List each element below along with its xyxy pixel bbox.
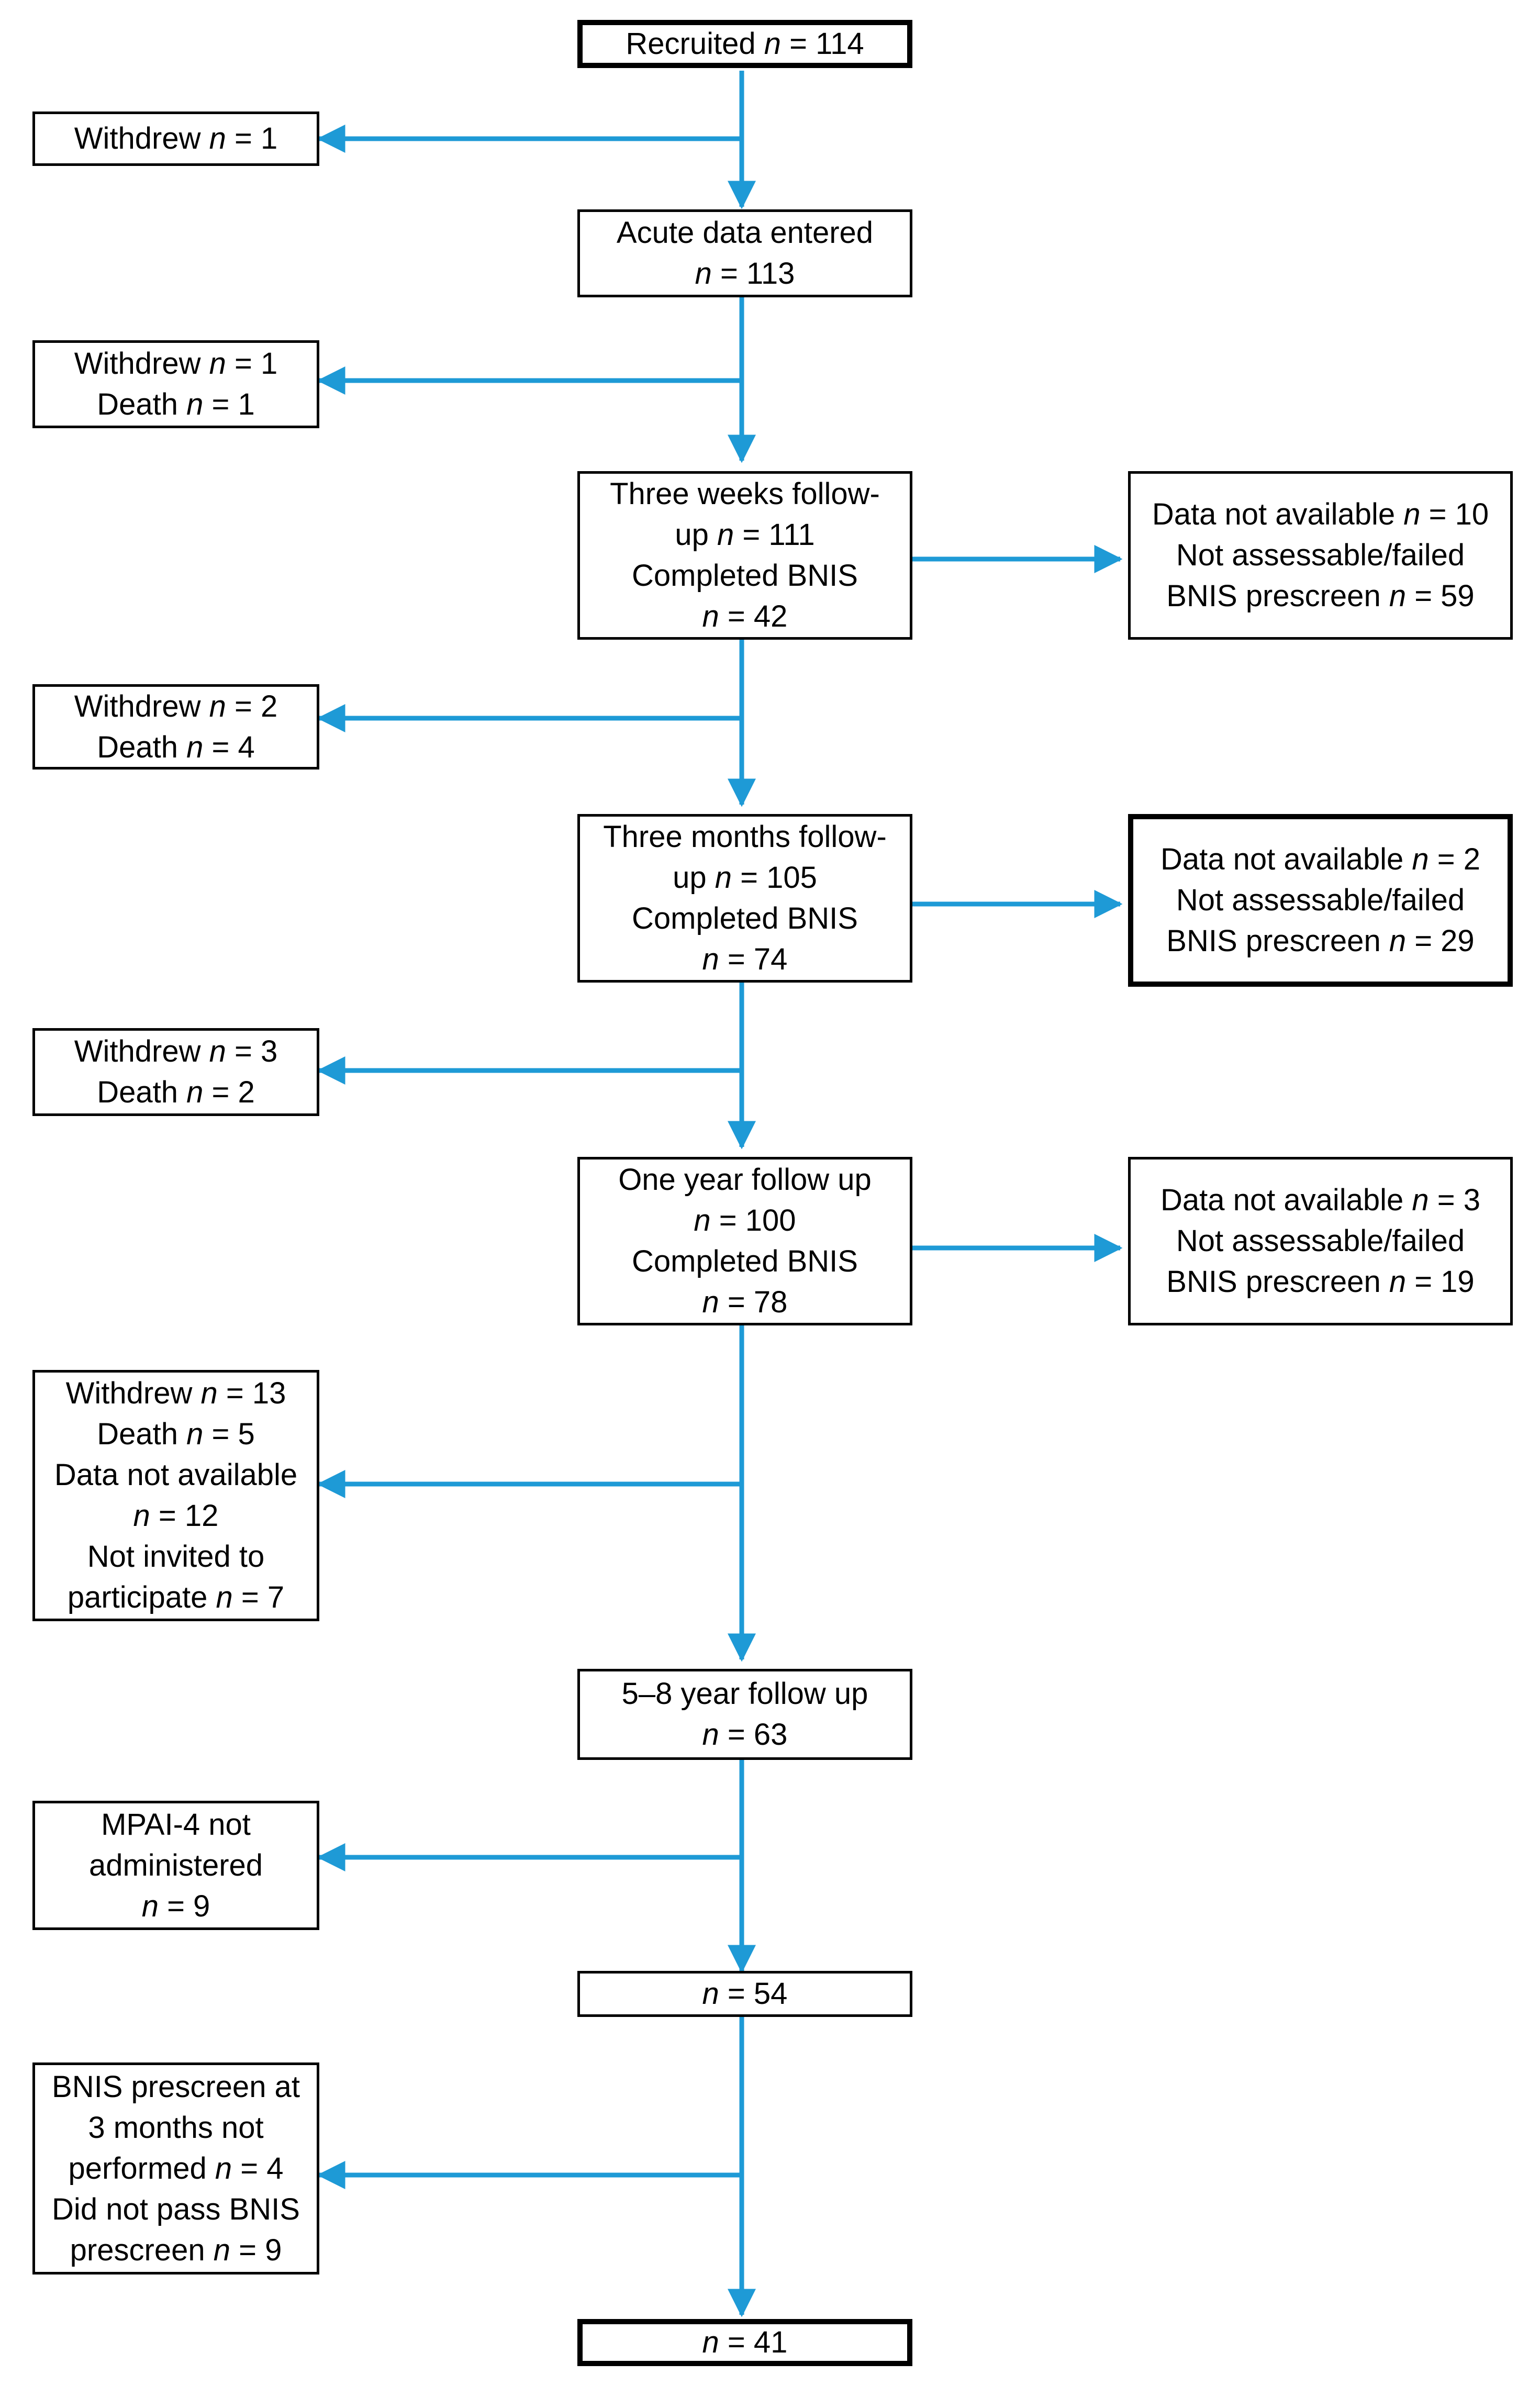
box-text-line: BNIS prescreen n = 19 — [1166, 1265, 1475, 1299]
box-text-line: Not assessable/failed — [1176, 883, 1465, 917]
box-text-line: Withdrew n = 3 — [74, 1034, 278, 1068]
n41-box: n = 41 — [577, 2319, 912, 2366]
box-text-line: n = 9 — [141, 1889, 210, 1923]
box-text-line: n = 113 — [695, 257, 795, 291]
box-text-line: Withdrew n = 2 — [74, 689, 278, 723]
box-text-line: Recruited n = 114 — [626, 27, 864, 61]
exclusion-box-1: Withdrew n = 1 — [32, 112, 319, 166]
box-text-line: Death n = 4 — [97, 730, 255, 764]
bnis-note-box-3: Data not available n = 3 Not assessable/f… — [1128, 1157, 1513, 1325]
box-text-line: n = 41 — [702, 2325, 788, 2359]
exclusion-box-4: Withdrew n = 3 Death n = 2 — [32, 1028, 319, 1116]
box-text-line: Data not available n = 2 — [1160, 842, 1481, 876]
box-text-line: Withdrew n = 1 — [74, 121, 278, 155]
box-text-line: Data not available — [54, 1458, 298, 1492]
box-text-line: Not assessable/failed — [1176, 538, 1465, 572]
box-text-line: Withdrew n = 1 — [74, 347, 278, 381]
box-text-line: n = 12 — [133, 1499, 219, 1533]
exclusion-box-5: Withdrew n = 13 Death n = 5 Data not avail… — [32, 1370, 319, 1621]
box-text-line: Data not available n = 10 — [1152, 497, 1489, 531]
exclusion-box-7: BNIS prescreen at 3 months not performed n… — [32, 2062, 319, 2274]
box-text-line: 3 months not — [88, 2110, 264, 2145]
box-text-line: Completed BNIS — [632, 901, 858, 935]
exclusion-box-3: Withdrew n = 2 Death n = 4 — [32, 684, 319, 770]
box-text-line: administered — [88, 1848, 263, 1882]
box-text-line: 5–8 year follow up — [621, 1677, 868, 1711]
box-text-line: BNIS prescreen at — [52, 2069, 300, 2104]
exclusion-box-6: MPAI-4 not administered n = 9 — [32, 1801, 319, 1930]
exclusion-box-2: Withdrew n = 1 Death n = 1 — [32, 340, 319, 428]
box-text-line: Death n = 2 — [97, 1075, 255, 1109]
box-text-line: Not assessable/failed — [1176, 1224, 1465, 1258]
box-text-line: Death n = 1 — [97, 387, 255, 421]
box-text-line: Completed BNIS — [632, 1244, 858, 1278]
box-text-line: n = 54 — [702, 1977, 788, 2011]
bnis-note-box-1: Data not available n = 10 Not assessable/… — [1128, 471, 1513, 640]
box-text-line: n = 74 — [702, 942, 788, 976]
box-text-line: up n = 111 — [675, 518, 815, 552]
bnis-note-box-2: Data not available n = 2 Not assessable/f… — [1128, 814, 1513, 987]
five-eight-year-box: 5–8 year follow up n = 63 — [577, 1669, 912, 1760]
box-text-line: Three months follow- — [603, 820, 887, 854]
box-text-line: Death n = 5 — [97, 1417, 255, 1451]
box-text-line: n = 63 — [702, 1718, 788, 1752]
box-text-line: n = 100 — [694, 1203, 796, 1237]
n54-box: n = 54 — [577, 1971, 912, 2017]
acute-data-box: Acute data entered n = 113 — [577, 209, 912, 297]
box-text-line: BNIS prescreen n = 59 — [1166, 579, 1475, 613]
box-text-line: BNIS prescreen n = 29 — [1166, 924, 1475, 958]
recruited-box: Recruited n = 114 — [577, 20, 912, 68]
box-text-line: Acute data entered — [616, 216, 874, 250]
box-text-line: n = 42 — [702, 599, 788, 633]
box-text-line: prescreen n = 9 — [70, 2233, 282, 2267]
box-text-line: n = 78 — [702, 1285, 788, 1319]
box-text-line: Withdrew n = 13 — [65, 1376, 286, 1410]
box-text-line: performed n = 4 — [68, 2151, 284, 2186]
box-text-line: Data not available n = 3 — [1160, 1183, 1481, 1217]
box-text-line: One year follow up — [618, 1163, 872, 1197]
box-text-line: participate n = 7 — [67, 1580, 285, 1614]
box-text-line: MPAI-4 not — [101, 1807, 251, 1842]
box-text-line: Three weeks follow- — [610, 477, 880, 511]
box-text-line: Did not pass BNIS — [52, 2192, 300, 2226]
box-text-line: Not invited to — [87, 1540, 265, 1574]
box-text-line: Completed BNIS — [632, 559, 858, 593]
box-text-line: up n = 105 — [673, 861, 817, 895]
